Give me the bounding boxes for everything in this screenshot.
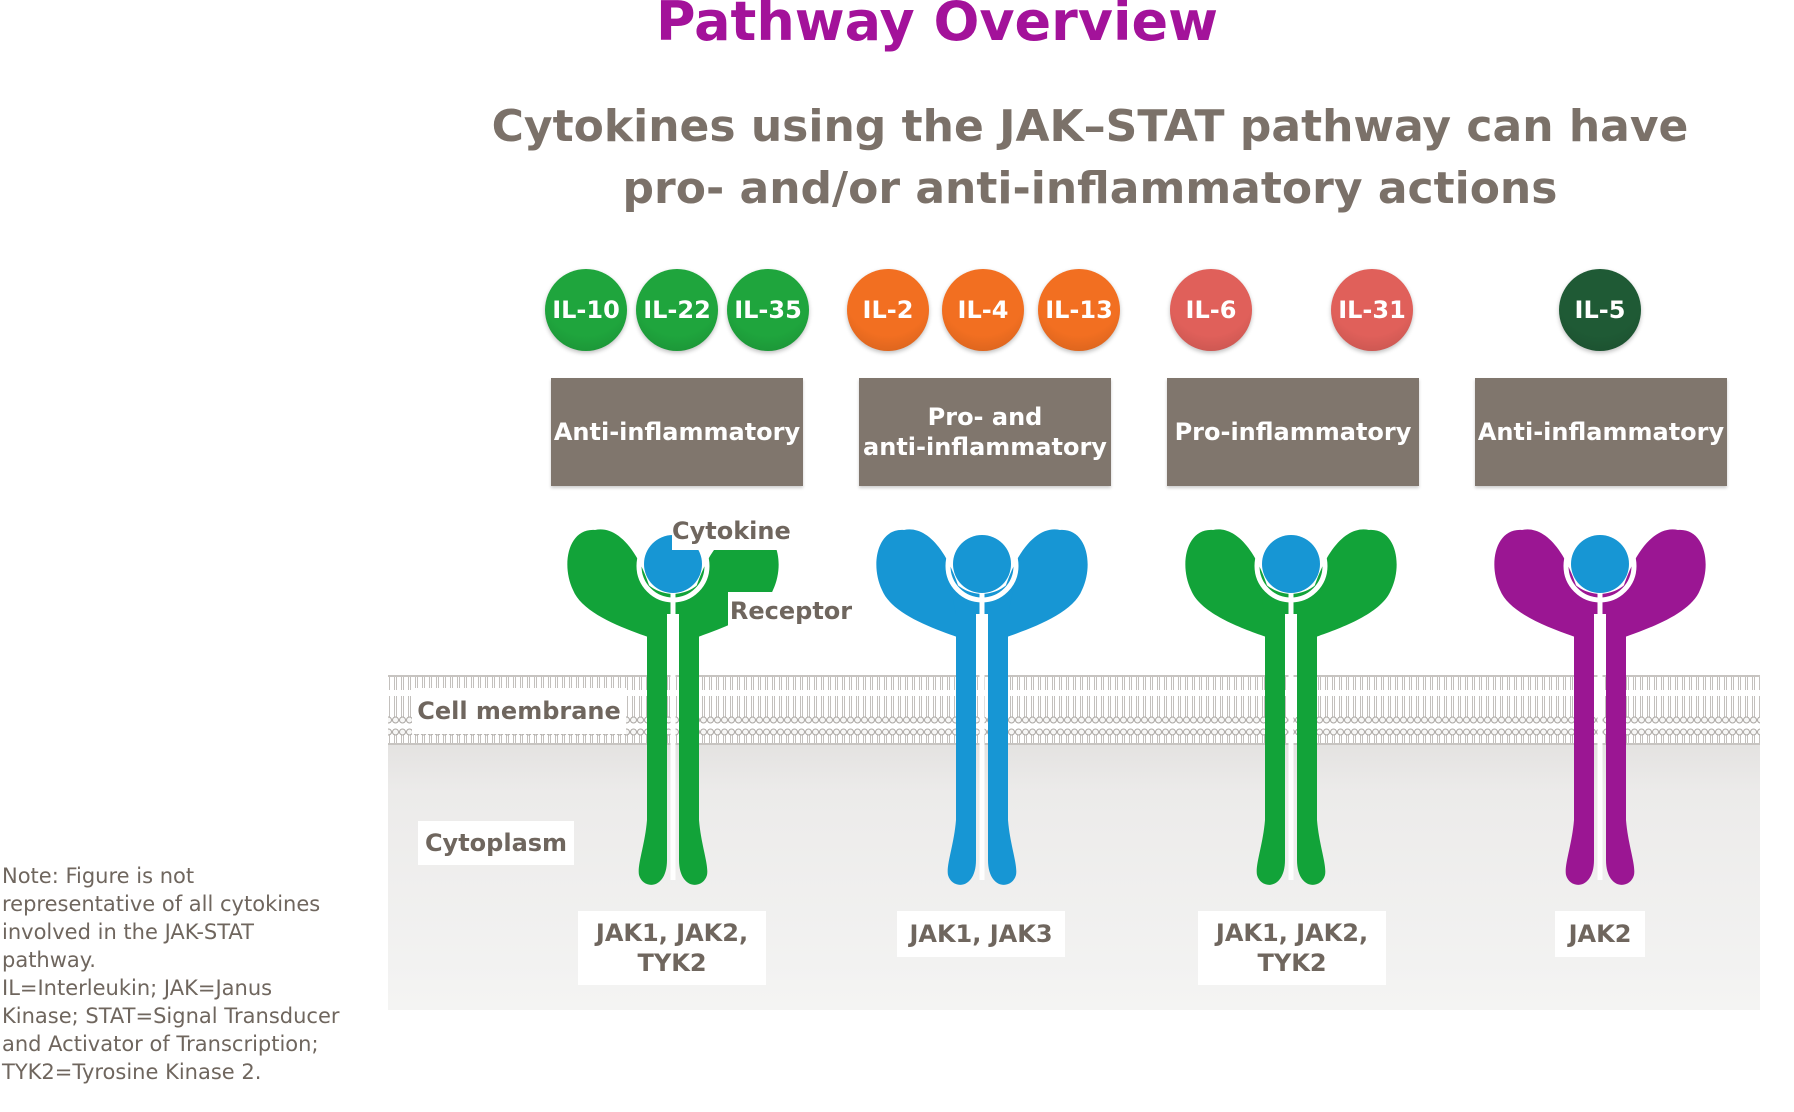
subtitle-line-2: pro- and/or anti-inflammatory actions (622, 163, 1558, 214)
category-anti-inflammatory-1: Anti-inflammatory (551, 378, 803, 486)
category-label: Anti-inflammatory (553, 418, 801, 446)
cytoplasm-label: Cytoplasm (418, 821, 574, 865)
cradle-ring-3 (1254, 529, 1328, 603)
category-label-line-1: Pro- and (927, 403, 1043, 431)
footnote-line: TYK2=Tyrosine Kinase 2. (2, 1060, 262, 1084)
badge-il-22: IL-22 (636, 269, 718, 351)
cell-membrane-label: Cell membrane (412, 688, 626, 734)
footnote-line: involved in the JAK-STAT (2, 920, 254, 944)
cytokine-ball-3 (1262, 535, 1320, 593)
page-title: Pathway Overview (655, 0, 1219, 53)
category-label: Pro-inflammatory (1174, 418, 1412, 446)
cytokine-ball-2 (953, 535, 1011, 593)
jak-label-line-2: TYK2 (637, 949, 707, 977)
badge-il-10: IL-10 (545, 269, 627, 351)
jak-label-2: JAK1, JAK3 (897, 911, 1065, 957)
footnote-line: representative of all cytokines (2, 892, 321, 916)
subtitle: Cytokines using the JAK–STAT pathway can… (480, 96, 1700, 220)
category-label-line-2: anti-inflammatory (863, 433, 1107, 461)
badge-il-31: IL-31 (1331, 269, 1413, 351)
badge-il-35: IL-35 (727, 269, 809, 351)
footnote-line: and Activator of Transcription; (2, 1032, 319, 1056)
category-anti-inflammatory-2: Anti-inflammatory (1475, 378, 1727, 486)
badge-il-2: IL-2 (847, 269, 929, 351)
badge-il-4: IL-4 (942, 269, 1024, 351)
receptor-label: Receptor (728, 592, 854, 630)
subtitle-line-1: Cytokines using the JAK–STAT pathway can… (491, 101, 1689, 152)
footnote-line: pathway. (2, 948, 96, 972)
jak-label-line-2: TYK2 (1257, 949, 1327, 977)
cytokine-label: Cytokine (672, 512, 791, 550)
cradle-ring-4 (1563, 529, 1637, 603)
jak-label-4: JAK2 (1555, 911, 1645, 957)
footnote-line: Note: Figure is not (2, 864, 195, 888)
footnote-line: Kinase; STAT=Signal Transducer (2, 1004, 340, 1028)
jak-label-3: JAK1, JAK2, TYK2 (1198, 911, 1386, 985)
cytokine-ball-4 (1571, 535, 1629, 593)
jak-label-line-1: JAK1, JAK2, (1215, 919, 1369, 947)
jak-label-1: JAK1, JAK2, TYK2 (578, 911, 766, 985)
jak-label-line-1: JAK2 (1568, 920, 1632, 948)
badge-il-6: IL-6 (1170, 269, 1252, 351)
footnote: Note: Figure is not representative of al… (2, 862, 362, 1086)
category-label: Anti-inflammatory (1477, 418, 1725, 446)
category-pro-and-anti-inflammatory: Pro- and anti-inflammatory (859, 378, 1111, 486)
jak-label-line-1: JAK1, JAK3 (909, 920, 1053, 948)
badge-il-5: IL-5 (1559, 269, 1641, 351)
badge-il-13: IL-13 (1038, 269, 1120, 351)
jak-label-line-1: JAK1, JAK2, (595, 919, 749, 947)
cradle-ring-2 (945, 529, 1019, 603)
category-pro-inflammatory: Pro-inflammatory (1167, 378, 1419, 486)
footnote-line: IL=Interleukin; JAK=Janus (2, 976, 273, 1000)
